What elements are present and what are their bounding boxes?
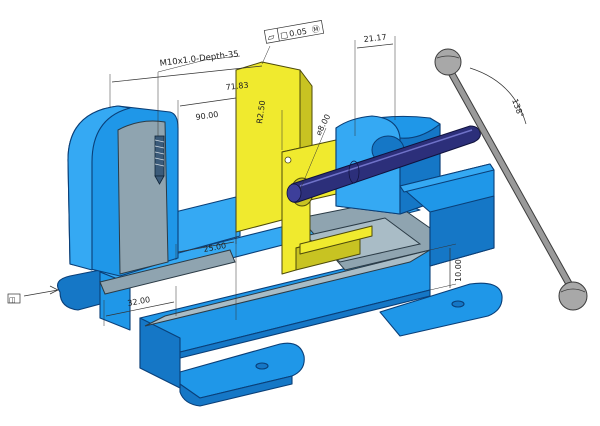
thread-callout: M10x1.0-Depth-35 — [159, 49, 239, 69]
section-marker: ◫ — [7, 293, 21, 304]
dimension-lines — [23, 36, 527, 326]
gdt-frame: ⏥ □ 0.05 Ⓜ — [263, 20, 325, 44]
dim-32-00: 32.00 — [127, 295, 151, 308]
gdt-symbol: ⏥ — [267, 32, 276, 43]
vise-base — [57, 267, 503, 407]
gdt-square: □ — [280, 30, 289, 40]
dim-21-17: 21.17 — [363, 33, 387, 44]
gdt-value: 0.05 — [289, 27, 308, 39]
lead-screw — [286, 125, 481, 203]
dim-90-00: 90.00 — [195, 110, 219, 122]
gdt-modifier: Ⓜ — [311, 24, 320, 34]
annotations: M10x1.0-Depth-35 ⏥ □ 0.05 Ⓜ 71.83 90.00 … — [7, 20, 525, 308]
dim-dia-8-00: ⌀8.00 — [314, 113, 333, 137]
dim-10-00: 10.00 — [454, 259, 463, 282]
dim-25-00: 25.00 — [203, 241, 227, 254]
vise-body — [99, 195, 431, 389]
fixed-jaw — [67, 105, 179, 277]
section-label: ◫ — [9, 296, 16, 304]
handle-bar — [434, 48, 588, 311]
dim-71-83: 71.83 — [225, 81, 249, 92]
dim-r-2-50: R2.50 — [255, 100, 267, 124]
dim-angle-138: 138° — [510, 98, 525, 119]
